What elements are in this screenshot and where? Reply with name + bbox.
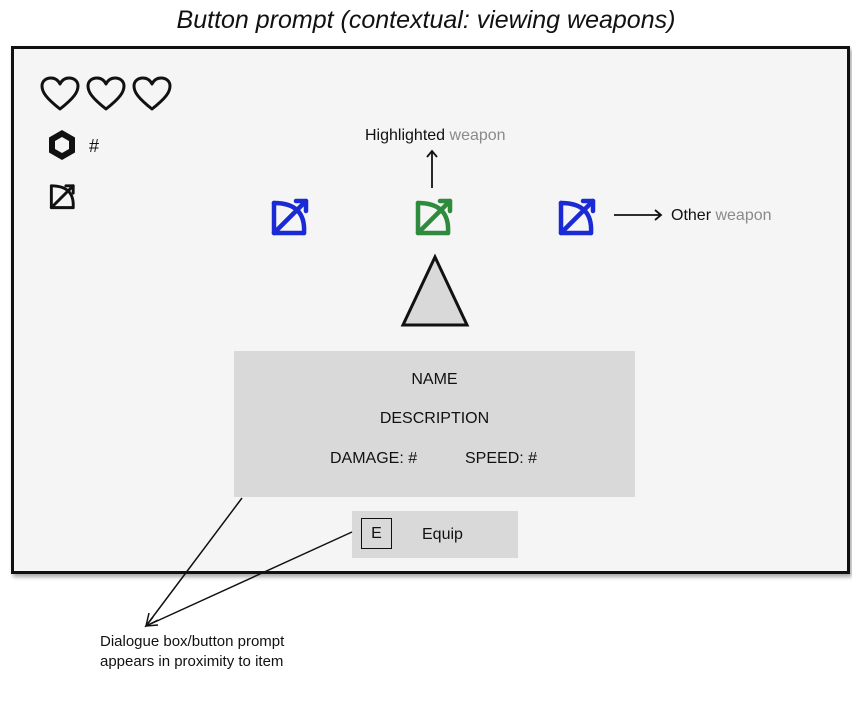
- weapon-name: NAME: [411, 371, 458, 388]
- heart-icon: [86, 76, 126, 111]
- other-weapon-label: Other weapon: [671, 207, 772, 224]
- hexagon-coin-icon: [49, 130, 75, 160]
- bow-icon: [49, 184, 75, 210]
- heart-icon: [132, 76, 172, 111]
- currency-count: #: [89, 136, 100, 156]
- annotation-note: Dialogue box/button prompt appears in pr…: [100, 633, 285, 670]
- key-e-icon: E: [361, 518, 392, 549]
- weapon-description: DESCRIPTION: [379, 410, 490, 427]
- other-weapon-bow-icon-right[interactable]: [555, 195, 599, 239]
- diagram-title: Button prompt (contextual: viewing weapo…: [176, 6, 676, 34]
- player-triangle-icon: [400, 253, 470, 327]
- weapon-speed: SPEED: #: [465, 450, 538, 467]
- other-weapon-bow-icon-left[interactable]: [268, 195, 312, 239]
- weapon-damage: DAMAGE: #: [330, 450, 418, 467]
- weapon-info-dialog: NAME DESCRIPTION DAMAGE: # SPEED: #: [234, 351, 635, 497]
- health-hearts: [40, 76, 172, 112]
- arrow-up-icon: [426, 149, 438, 188]
- highlighted-weapon-label: Highlighted weapon: [365, 127, 506, 144]
- equip-label: Equip: [422, 526, 463, 543]
- highlighted-weapon-bow-icon[interactable]: [412, 195, 456, 239]
- heart-icon: [40, 76, 80, 111]
- arrow-right-icon: [614, 209, 663, 221]
- equip-button-prompt[interactable]: E Equip: [352, 511, 518, 558]
